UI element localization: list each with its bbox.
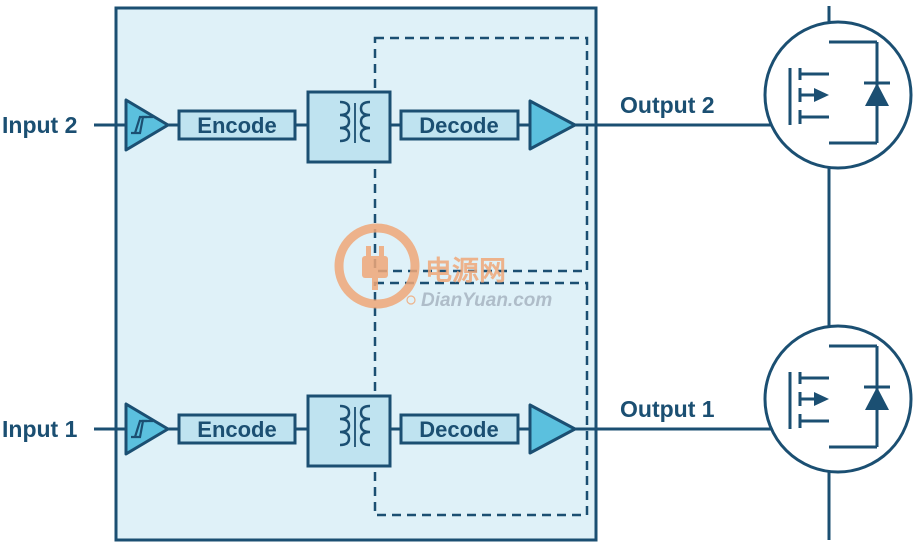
transformer-top-icon <box>306 90 392 164</box>
registered-mark-icon <box>406 295 416 305</box>
decode-block-top <box>399 109 520 141</box>
watermark-en: DianYuan.com <box>421 290 552 311</box>
mosfet-top-icon <box>763 20 913 170</box>
output-buffer-top-icon <box>528 99 577 151</box>
encode-label-bottom: Encode <box>197 417 276 442</box>
output2-label: Output 2 <box>620 92 715 118</box>
input1-label: Input 1 <box>2 416 78 442</box>
output-buffer-bottom-icon <box>528 403 577 455</box>
encode-label-top: Encode <box>197 113 276 138</box>
encode-block-top <box>177 109 297 141</box>
watermark-logo-icon <box>334 223 420 309</box>
decode-block-bottom <box>399 413 520 445</box>
watermark-cn: 电源网 <box>425 256 506 287</box>
output1-label: Output 1 <box>620 396 715 422</box>
transformer-bottom-icon <box>306 394 392 468</box>
schmitt-trigger-top-icon <box>124 98 170 152</box>
mosfet-bottom-icon <box>763 324 913 474</box>
input2-label: Input 2 <box>2 112 77 138</box>
decode-label-top: Decode <box>419 113 498 138</box>
schmitt-trigger-bottom-icon <box>124 402 170 456</box>
decode-label-bottom: Decode <box>419 417 498 442</box>
encode-block-bottom <box>177 413 297 445</box>
